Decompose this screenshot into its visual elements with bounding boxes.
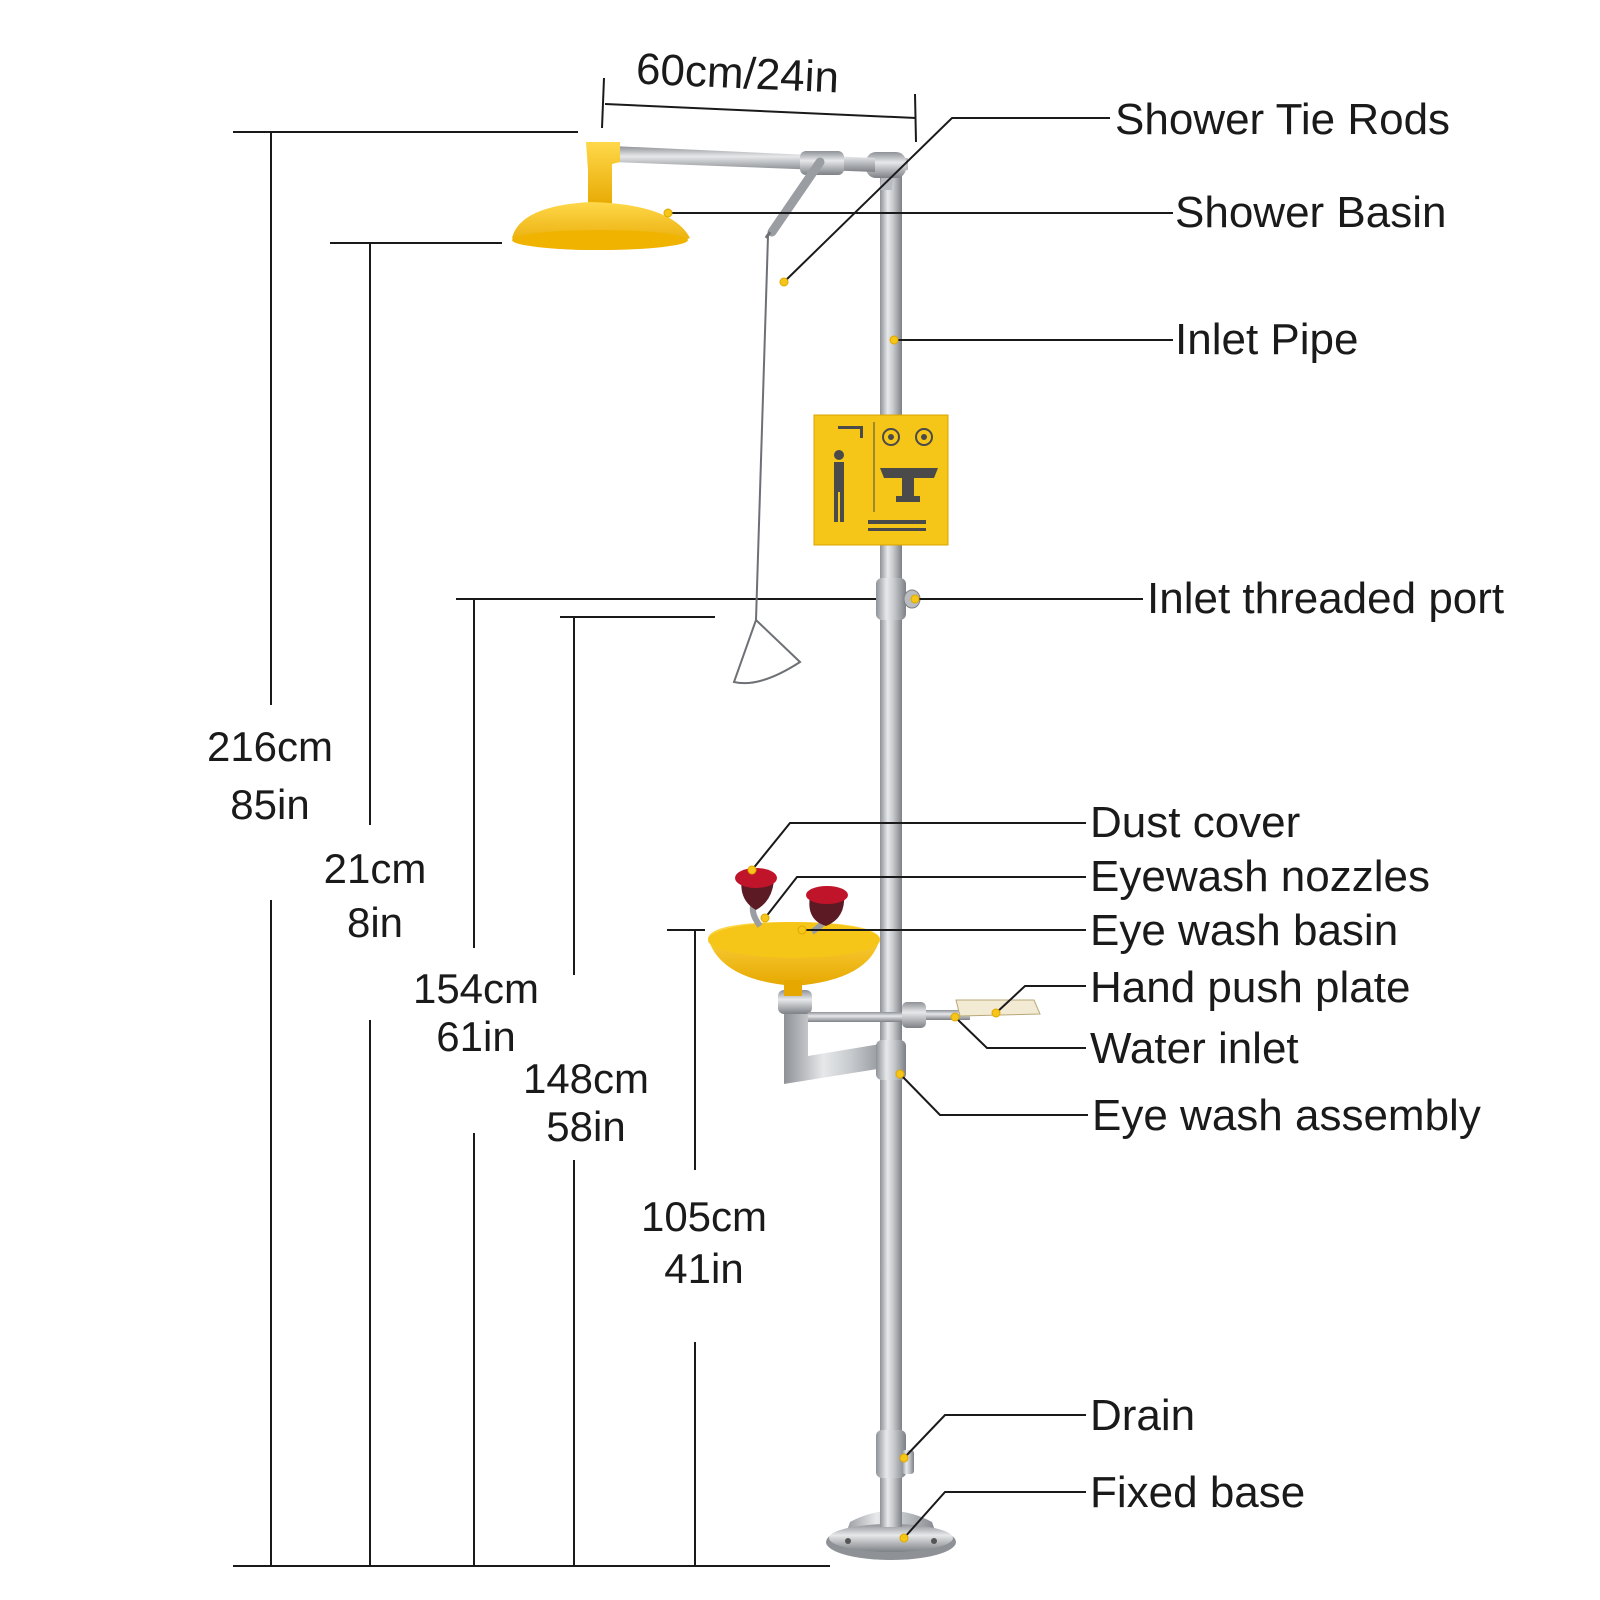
part-label-eye-wash-basin: Eye wash basin — [1090, 906, 1399, 955]
leader-lines — [668, 117, 1173, 1539]
dimension-cm: 105cm — [640, 1193, 768, 1240]
shower-basin-shape — [512, 142, 690, 250]
part-label-shower-tie-rods: Shower Tie Rods — [1115, 95, 1451, 144]
inlet-threaded-port-coupling — [876, 578, 906, 620]
part-label-fixed-base: Fixed base — [1090, 1468, 1306, 1517]
safety-sign — [813, 414, 949, 546]
dimension-cm: 21cm — [323, 845, 427, 892]
dimension-cm: 154cm — [412, 965, 540, 1012]
part-label-eyewash-nozzles: Eyewash nozzles — [1090, 852, 1430, 901]
dimension-lines — [233, 77, 917, 1567]
eyewash-nozzles — [735, 868, 848, 935]
part-label-drain: Drain — [1090, 1391, 1196, 1440]
dimension-cm: 216cm — [206, 723, 334, 770]
dimension-in: 61in — [436, 1013, 516, 1060]
part-label-inlet-pipe: Inlet Pipe — [1175, 315, 1359, 364]
part-label-eye-wash-assembly: Eye wash assembly — [1092, 1091, 1481, 1140]
dimension-label-shower-basin-height: 21cm 8in — [300, 848, 450, 944]
part-label-water-inlet: Water inlet — [1090, 1024, 1299, 1073]
dimension-cm: 148cm — [522, 1055, 650, 1102]
width-dimension-label: 60cm/24in — [635, 44, 841, 103]
marker-dots — [663, 208, 1001, 1543]
inlet-pipe — [880, 172, 902, 1527]
dimension-in: 85in — [230, 781, 310, 828]
dimension-in: 58in — [546, 1103, 626, 1150]
eye-wash-basin-shape — [708, 922, 880, 996]
fixed-base-flange — [826, 1511, 956, 1560]
eye-wash-assembly-piping — [778, 990, 970, 1084]
hand-push-plate — [955, 999, 1041, 1017]
part-label-hand-push-plate: Hand push plate — [1090, 963, 1411, 1012]
dimension-label-eyewash-height: 105cm 41in — [624, 1196, 784, 1290]
dimension-label-total-height: 216cm 85in — [190, 726, 350, 826]
part-label-inlet-threaded-port: Inlet threaded port — [1147, 574, 1505, 623]
dimension-in: 8in — [346, 899, 404, 946]
dimension-label-inlet-port-height: 154cm 61in — [396, 968, 556, 1058]
pull-rod — [732, 235, 802, 685]
part-label-shower-basin: Shower Basin — [1175, 188, 1447, 237]
dimension-in: 41in — [664, 1245, 744, 1292]
drain-fitting — [876, 1430, 906, 1478]
dimension-label-pull-rod-height: 148cm 58in — [506, 1058, 666, 1148]
part-label-dust-cover: Dust cover — [1090, 798, 1301, 847]
